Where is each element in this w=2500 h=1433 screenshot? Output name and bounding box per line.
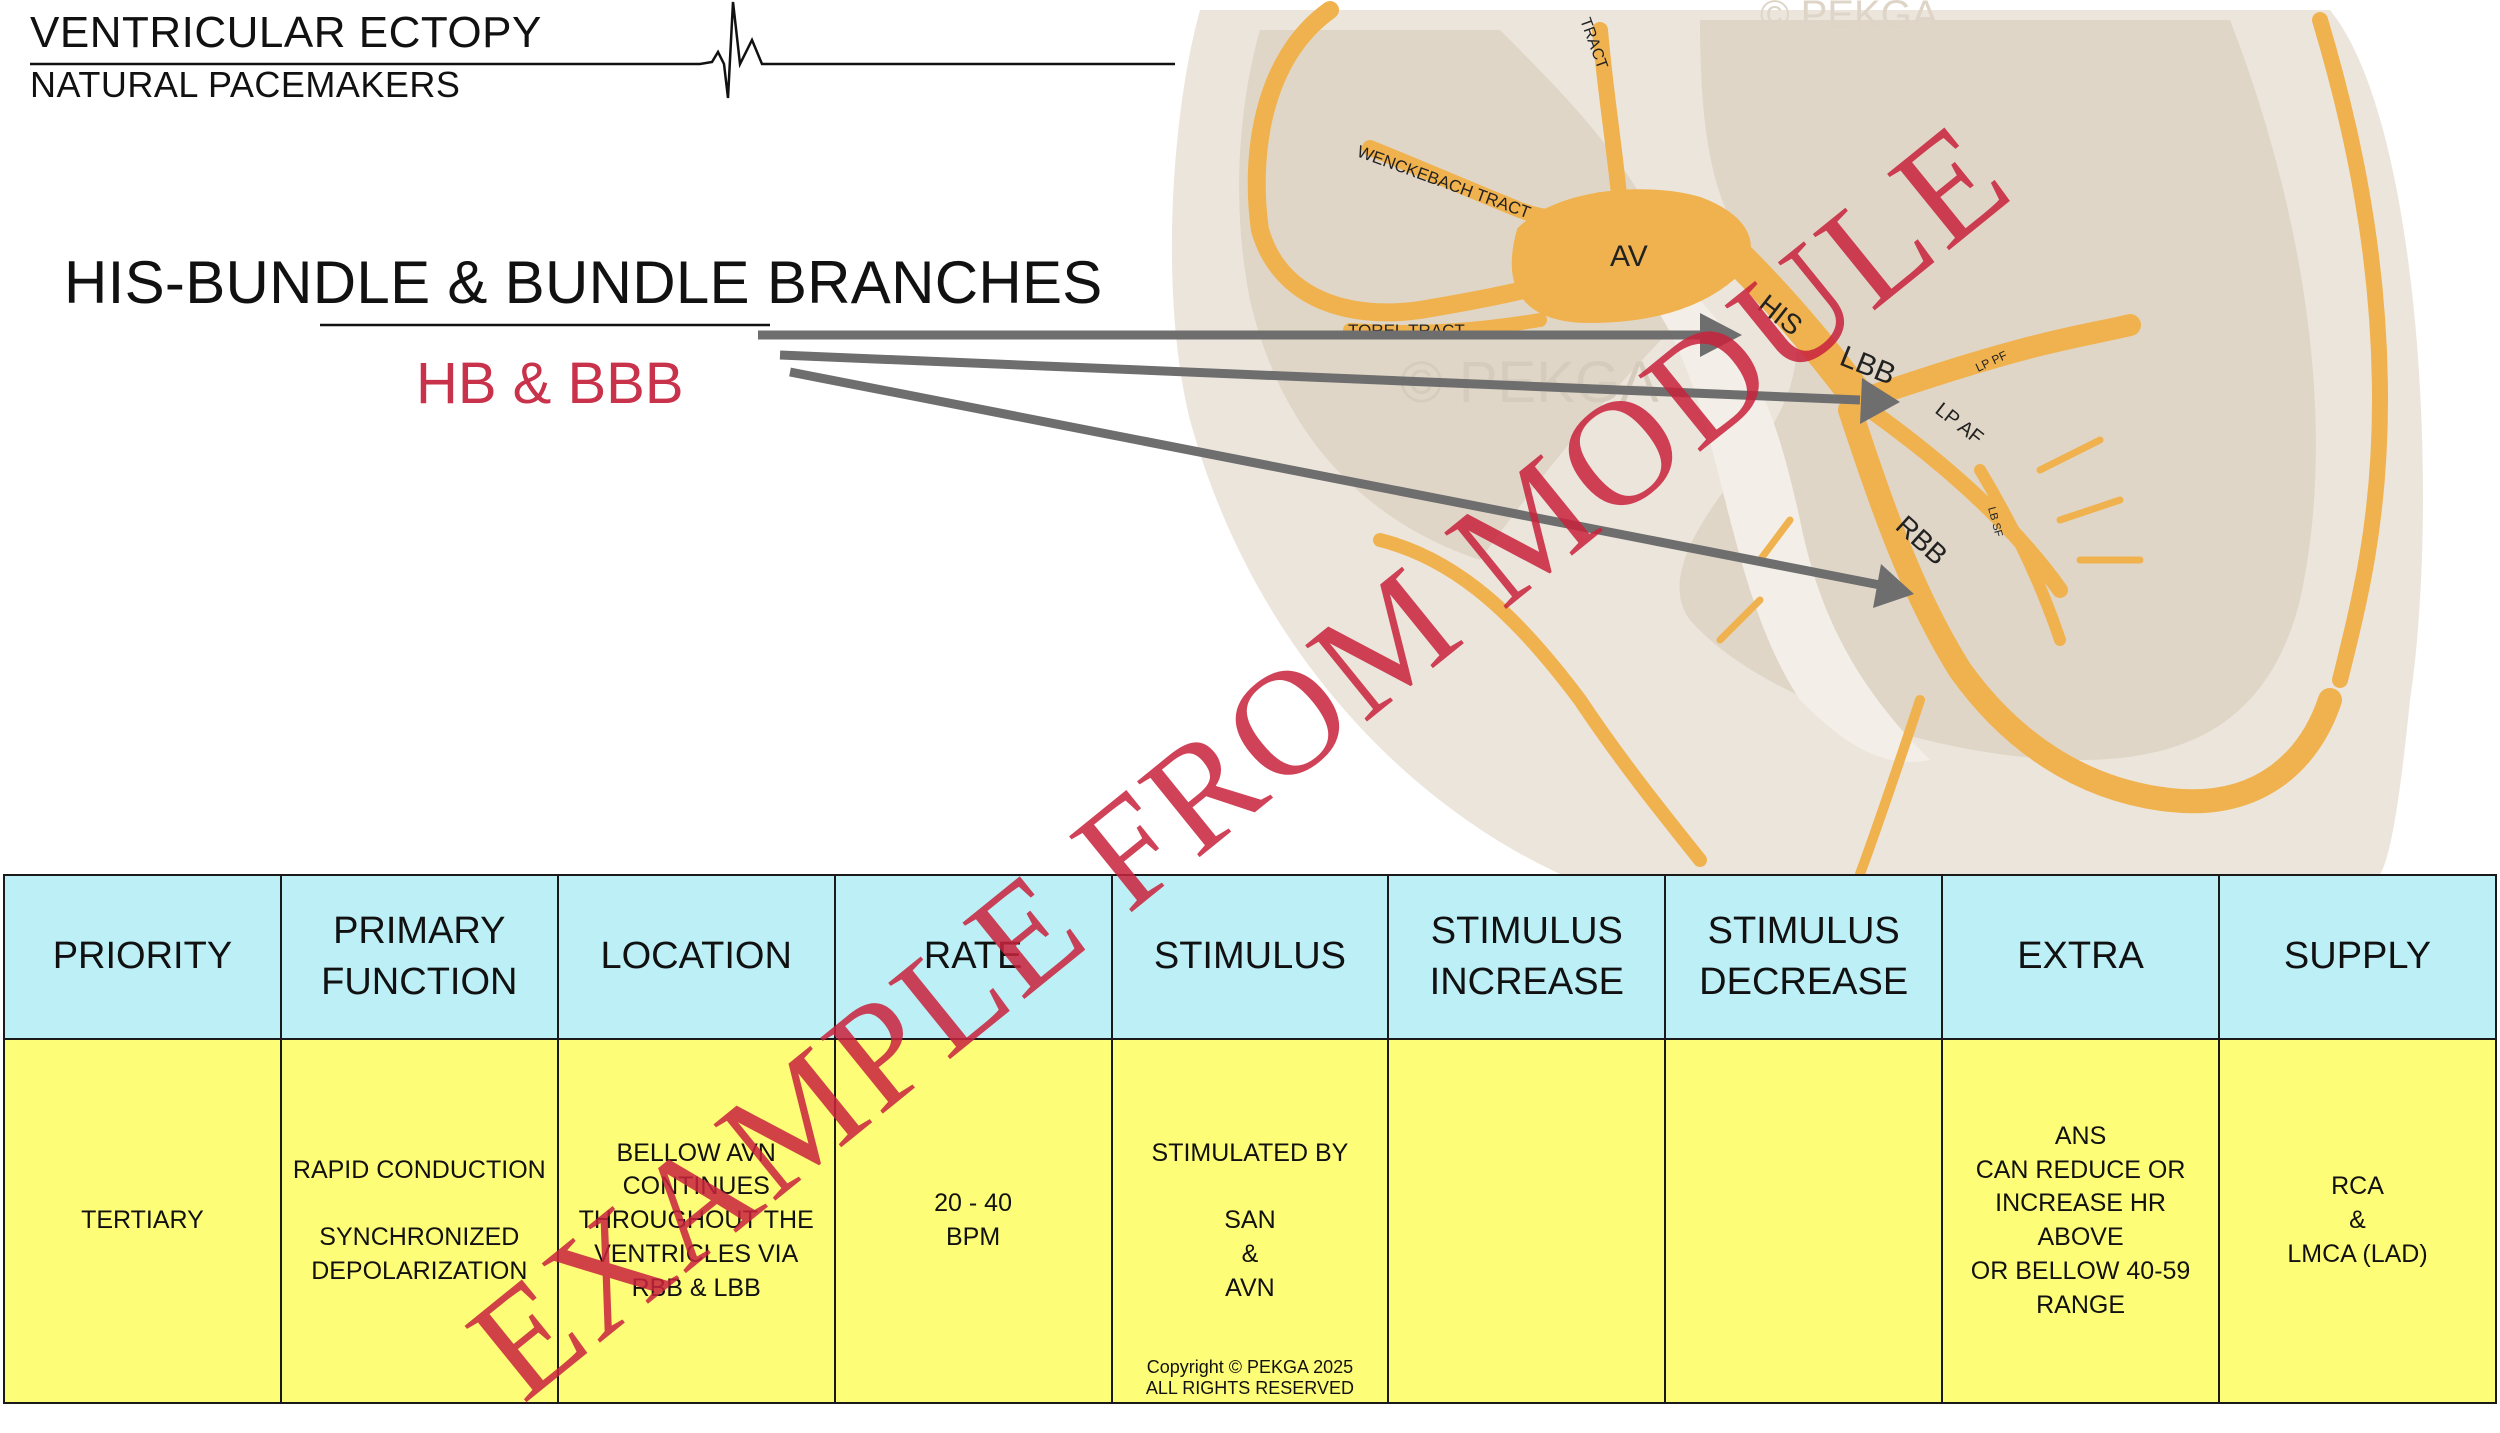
cell-stimulus-decrease [1664,1038,1944,1404]
page-subtitle: NATURAL PACEMAKERS [30,64,461,105]
purkinje-small-5 [1756,516,1794,564]
his-bundle [1723,243,1877,417]
arrow-to-rbb-head [1873,564,1914,608]
header-location: LOCATION [556,874,836,1040]
heart-conduction-diagram: © PEKGA © PEKGA TRACT WENCKEBACH TRACT A… [758,0,2424,874]
lbb-lp-af [1862,402,2068,598]
cell-stimulus-increase [1387,1038,1667,1404]
table-header-row: PRIORITY PRIMARY FUNCTION LOCATION RATE … [3,874,2497,1040]
arrow-to-lbb [779,350,1861,405]
lbb-lp-pf [1849,314,2141,411]
cell-stimulus: STIMULATED BY SAN & AVN Copyright © PEKG… [1110,1038,1390,1404]
header-supply: SUPPLY [2218,874,2497,1040]
cell-extra: ANS CAN REDUCE OR INCREASE HR ABOVE OR B… [1941,1038,2220,1404]
table-row: TERTIARY RAPID CONDUCTION SYNCHRONIZED D… [3,1038,2497,1404]
purkinje-small-4 [1716,596,1764,644]
cell-primary-function: RAPID CONDUCTION SYNCHRONIZED DEPOLARIZA… [279,1038,559,1404]
header-ecg-line [30,1,1175,99]
arrow-to-lbb-head [1860,378,1900,424]
purkinje-small-1 [2036,436,2104,474]
topic-heading: HIS-BUNDLE & BUNDLE BRANCHES [64,249,1103,316]
arrow-to-rbb [789,367,1881,590]
pacemaker-table: PRIORITY PRIMARY FUNCTION LOCATION RATE … [3,874,2497,1404]
header-extra: EXTRA [1941,874,2220,1040]
header-stimulus-decrease: STIMULUS DECREASE [1664,874,1944,1040]
topic-abbreviation: HB & BBB [416,351,684,416]
page-title: VENTRICULAR ECTOPY [30,8,542,57]
cell-priority: TERTIARY [3,1038,282,1404]
header-priority: PRIORITY [3,874,282,1040]
faint-watermark-top: © PEKGA [1760,0,1939,37]
purkinje-small-2 [2056,496,2124,524]
conduction-system [1247,1,2388,874]
left-outer-loop [1247,1,1569,322]
cell-stimulus-text: STIMULATED BY SAN & AVN [1151,1138,1349,1302]
right-outer-branch [2312,12,2388,688]
heading-underline [320,323,770,327]
label-av: AV [1610,240,1648,273]
header-primary-function: PRIMARY FUNCTION [279,874,559,1040]
arrow-to-his-head [1700,313,1742,357]
pointer-arrows [758,313,1914,608]
cell-location: BELLOW AVN CONTINUES THROUGHOUT THE VENT… [556,1038,836,1404]
purkinje-lower [1855,695,1925,874]
left-lower-branch [1373,533,1707,867]
top-tract [1592,22,1628,213]
cell-supply: RCA & LMCA (LAD) [2218,1038,2497,1404]
header-rate: RATE [833,874,1113,1040]
header-stimulus: STIMULUS [1110,874,1390,1040]
header-stimulus-increase: STIMULUS INCREASE [1387,874,1667,1040]
septum-wall [1650,290,1930,762]
cell-rate: 20 - 40 BPM [833,1038,1113,1404]
lbb-sf [1974,464,2066,646]
rbb [1838,398,2342,814]
copyright-note: Copyright © PEKGA 2025 ALL RIGHTS RESERV… [1145,1356,1354,1399]
